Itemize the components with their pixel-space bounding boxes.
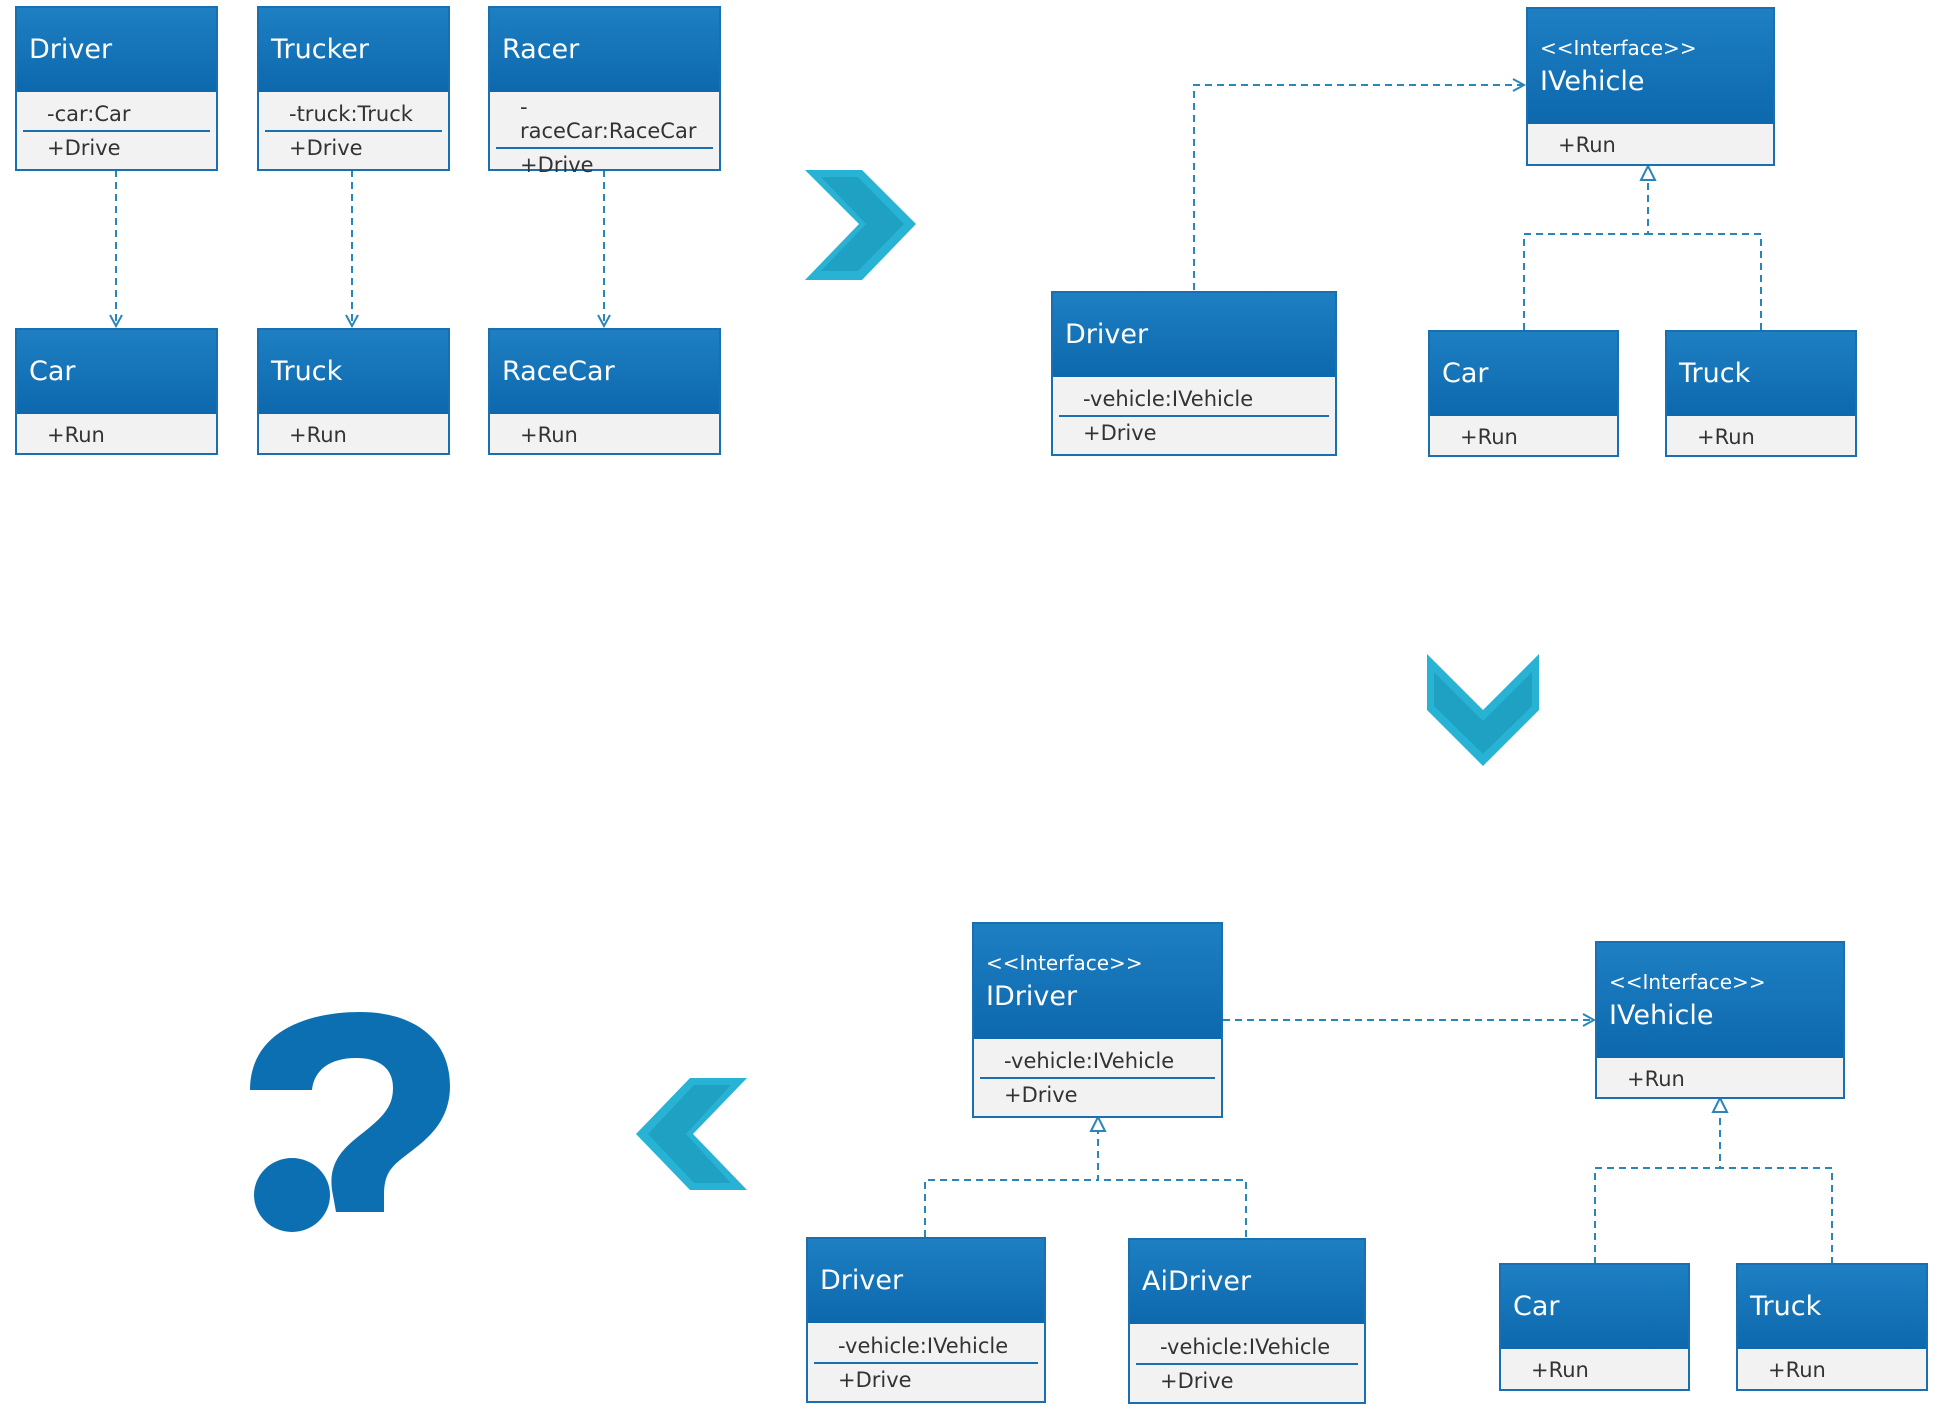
realization-truck-ivehicle-2 — [1720, 1167, 1833, 1264]
class-truck-3: Truck +Run — [1736, 1263, 1928, 1391]
interface-ivehicle: <<Interface>> IVehicle +Run — [1526, 7, 1775, 166]
class-method: +Run — [520, 422, 578, 447]
chevron-left-icon — [636, 1078, 747, 1190]
class-name: IVehicle — [1540, 65, 1645, 97]
realization-car-ivehicle — [1523, 163, 1657, 330]
realization-driver-idriver — [924, 1114, 1107, 1237]
class-field: -vehicle:IVehicle — [980, 1046, 1215, 1079]
class-field: -truck:Truck — [265, 99, 442, 132]
class-name: Car — [29, 356, 76, 387]
class-racecar: RaceCar +Run — [488, 328, 721, 455]
class-trucker: Trucker -truck:Truck +Drive — [257, 6, 450, 171]
class-car: Car +Run — [15, 328, 218, 455]
interface-ivehicle-2: <<Interface>> IVehicle +Run — [1595, 941, 1845, 1099]
class-car-2: Car +Run — [1428, 330, 1619, 457]
class-method: +Drive — [47, 136, 121, 160]
realization-truck-ivehicle — [1648, 233, 1762, 330]
class-method: +Run — [1531, 1358, 1589, 1382]
class-field: -vehicle:IVehicle — [814, 1331, 1038, 1364]
class-method: +Drive — [1083, 421, 1157, 445]
class-racer: Racer -raceCar:RaceCar +Drive — [488, 6, 721, 177]
class-method: +Drive — [289, 136, 363, 160]
class-method: +Drive — [838, 1367, 912, 1392]
class-driver: Driver -car:Car +Drive — [15, 6, 218, 171]
class-truck: Truck +Run — [257, 328, 450, 455]
realization-car-ivehicle-2 — [1594, 1095, 1729, 1264]
class-name: RaceCar — [502, 356, 615, 387]
class-method: +Run — [1768, 1358, 1826, 1382]
class-name: Car — [1513, 1291, 1560, 1322]
class-method: +Run — [1558, 133, 1616, 157]
class-name: Car — [1442, 358, 1489, 389]
class-method: +Run — [289, 422, 347, 447]
chevron-down-icon — [1427, 654, 1539, 766]
class-aidriver: AiDriver -vehicle:IVehicle +Drive — [1128, 1238, 1366, 1404]
class-method: +Run — [1627, 1066, 1685, 1091]
class-method: +Run — [47, 422, 105, 447]
class-car-3: Car +Run — [1499, 1263, 1690, 1391]
class-driver-2: Driver -vehicle:IVehicle +Drive — [1051, 291, 1337, 456]
class-method: +Drive — [520, 153, 594, 177]
class-method: +Drive — [1004, 1083, 1078, 1107]
class-field: -vehicle:IVehicle — [1136, 1332, 1358, 1365]
class-method: +Run — [1460, 424, 1518, 449]
realization-aidriver-idriver — [1098, 1179, 1247, 1237]
class-name: Truck — [1679, 358, 1751, 389]
class-truck-2: Truck +Run — [1665, 330, 1857, 457]
class-name: Driver — [820, 1265, 904, 1296]
interface-idriver: <<Interface>> IDriver -vehicle:IVehicle … — [972, 922, 1223, 1118]
stereotype-label: <<Interface>> — [1540, 35, 1697, 60]
question-mark-icon — [250, 1012, 450, 1232]
class-name: AiDriver — [1142, 1266, 1252, 1297]
class-name: IVehicle — [1609, 999, 1714, 1031]
class-driver-3: Driver -vehicle:IVehicle +Drive — [806, 1237, 1046, 1403]
stereotype-label: <<Interface>> — [1609, 969, 1766, 994]
class-method: +Drive — [1160, 1368, 1234, 1393]
class-field: -raceCar:RaceCar — [496, 92, 713, 149]
class-name: Driver — [29, 34, 113, 65]
class-name: IDriver — [986, 980, 1078, 1012]
class-name: Trucker — [271, 34, 369, 65]
stereotype-label: <<Interface>> — [986, 950, 1143, 975]
class-name: Driver — [1065, 319, 1149, 350]
class-name: Truck — [1750, 1291, 1822, 1322]
class-field: -vehicle:IVehicle — [1059, 384, 1329, 417]
class-method: +Run — [1697, 424, 1755, 449]
dependency-driver-ivehicle — [1193, 85, 1524, 290]
class-name: Truck — [271, 356, 343, 387]
chevron-right-icon — [805, 170, 916, 280]
class-field: -car:Car — [23, 99, 210, 132]
class-name: Racer — [502, 34, 580, 65]
